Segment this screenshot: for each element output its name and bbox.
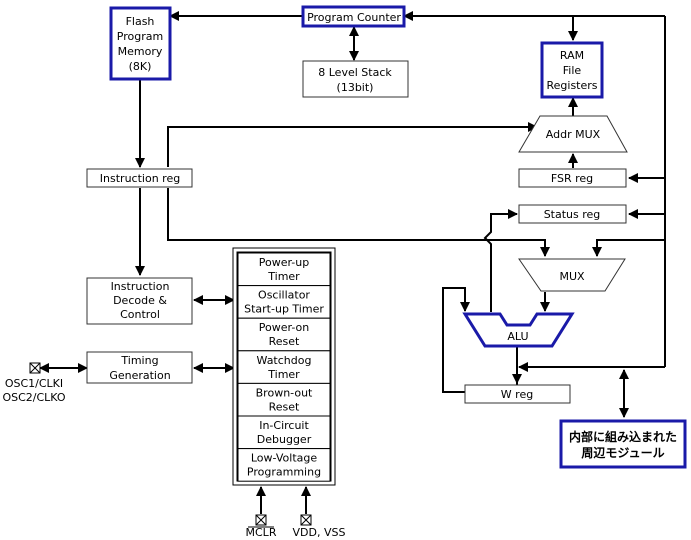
connections xyxy=(39,11,666,514)
control-stack-cell-label: Reset xyxy=(269,335,300,348)
control-stack-cell-label: Power-on xyxy=(259,321,309,334)
timing-line-1: Timing xyxy=(120,354,158,367)
w-reg-label: W reg xyxy=(501,388,533,401)
mux-label: MUX xyxy=(559,270,585,283)
flash-program-memory-block: Flash Program Memory (8K) xyxy=(109,6,172,81)
mux-block: MUX xyxy=(518,258,626,292)
fsr-reg-label: FSR reg xyxy=(551,172,593,185)
control-stack-cell-label: Start-up Timer xyxy=(244,303,324,316)
bus-to-mux-arrow xyxy=(592,239,665,257)
control-stack-cell-label: Low-Voltage xyxy=(251,452,317,465)
status-reg-block: Status reg xyxy=(518,204,627,224)
internal-modules-line-1: 内部に組み込まれた xyxy=(569,429,677,444)
alu-block: ALU xyxy=(462,312,575,348)
internal-modules-block: 内部に組み込まれた 周辺モジュール xyxy=(559,419,687,469)
control-stack-cell-label: Brown-out xyxy=(256,386,313,399)
ram-file-registers-block: RAM File Registers xyxy=(540,41,604,99)
ram-line-3: Registers xyxy=(546,79,597,92)
instruction-decode-block: Instruction Decode & Control xyxy=(86,277,193,325)
ir-literal-to-mux-arrow xyxy=(167,188,550,257)
control-stack-cell xyxy=(237,350,331,384)
flash-line-3: Memory xyxy=(118,45,163,58)
control-stack-cell-label: Power-up xyxy=(259,256,309,269)
decode-line-3: Control xyxy=(120,308,160,321)
instruction-reg-label: Instruction reg xyxy=(100,172,180,185)
control-stack-cell xyxy=(237,448,331,482)
alu-label: ALU xyxy=(507,330,528,343)
decode-line-2: Decode & xyxy=(113,294,167,307)
control-stack-cell-label: Timer xyxy=(267,270,300,283)
decode-line-1: Instruction xyxy=(111,280,170,293)
fsr-reg-block: FSR reg xyxy=(518,168,627,188)
internal-modules-line-2: 周辺モジュール xyxy=(581,446,664,460)
addr-mux-label: Addr MUX xyxy=(546,128,601,141)
osc-pin: OSC1/CLKI OSC2/CLKO xyxy=(2,362,66,404)
ir-to-addr-mux-arrow xyxy=(167,122,538,167)
w-reg-block: W reg xyxy=(464,384,571,404)
control-stack-cell-label: Oscillator xyxy=(258,289,310,302)
osc1-label: OSC1/CLKI xyxy=(5,377,63,390)
control-stack-cell-label: Debugger xyxy=(257,433,312,446)
control-stack-cell-label: Programming xyxy=(247,466,321,479)
vdd-pin: VDD, VSS xyxy=(293,514,346,539)
addr-mux-block: Addr MUX xyxy=(518,115,628,153)
control-stack-cell xyxy=(237,285,331,319)
timing-line-2: Generation xyxy=(109,369,170,382)
ram-line-1: RAM xyxy=(560,49,584,62)
mclr-label: MCLR xyxy=(246,526,277,539)
ram-line-2: File xyxy=(563,64,582,77)
flash-line-2: Program xyxy=(117,30,163,43)
control-stack-cell xyxy=(237,415,331,450)
instruction-reg-block: Instruction reg xyxy=(86,168,193,188)
control-stack-cell-label: Watchdog xyxy=(257,354,312,367)
vdd-label: VDD, VSS xyxy=(293,526,346,539)
control-stack-cell-label: In-Circuit xyxy=(259,419,309,432)
alu-to-status-arrow xyxy=(483,209,518,312)
control-stack-cell-label: Reset xyxy=(269,400,300,413)
timing-generation-block: Timing Generation xyxy=(86,351,193,384)
control-stack-cell-label: Timer xyxy=(267,368,300,381)
status-reg-label: Status reg xyxy=(544,208,601,221)
control-stack-cell xyxy=(237,317,331,352)
control-stack-cell xyxy=(237,382,331,417)
stack-block: 8 Level Stack (13bit) xyxy=(302,60,409,98)
stack-line-1: 8 Level Stack xyxy=(318,66,392,79)
mclr-pin: MCLR xyxy=(246,514,277,539)
osc2-label: OSC2/CLKO xyxy=(2,391,65,404)
flash-line-4: (8K) xyxy=(129,60,152,73)
flash-line-1: Flash xyxy=(126,15,155,28)
stack-line-2: (13bit) xyxy=(337,81,374,94)
control-stack-cell xyxy=(237,252,331,287)
program-counter-label: Program Counter xyxy=(307,11,401,24)
program-counter-block: Program Counter xyxy=(301,5,406,28)
